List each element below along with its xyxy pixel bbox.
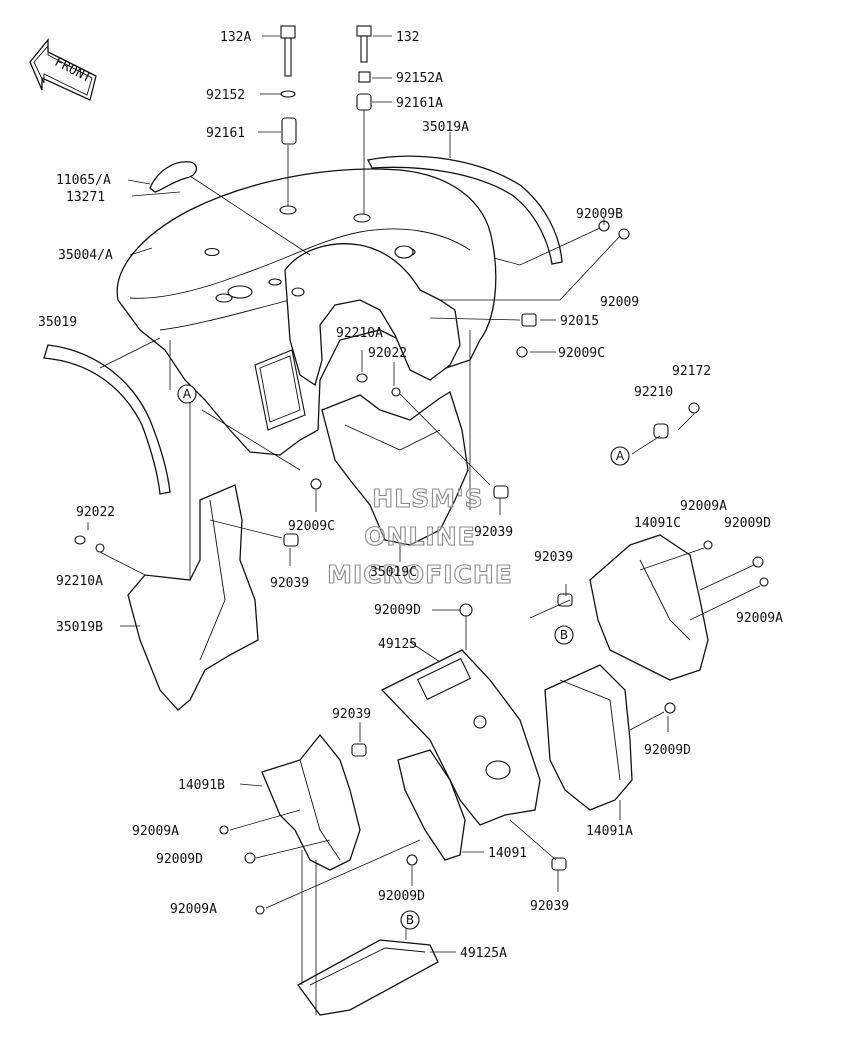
label-92210A-left: 92210A [56, 574, 103, 589]
part-labels: 132A 132 92152 92152A 92161 92161A 35019… [38, 30, 783, 961]
screw-92009C-mid-icon [310, 478, 322, 490]
label-92009D-l: 92009D [156, 852, 203, 867]
label-92009B: 92009B [576, 207, 623, 222]
grommet-92210A-left-icon [74, 535, 86, 545]
label-92009A-r1: 92009A [680, 499, 727, 514]
screw-92009A-l2-icon [255, 905, 265, 915]
label-92039-low: 92039 [332, 707, 371, 722]
side-cover-14091A [544, 664, 633, 811]
label-92009C-mid: 92009C [288, 519, 335, 534]
label-92161A: 92161A [396, 96, 443, 111]
screw-92009C-icon [516, 346, 528, 358]
label-14091B: 14091B [178, 778, 225, 793]
label-13271: 13271 [66, 190, 105, 205]
screw-92009A-r1-icon [703, 540, 713, 550]
clip-92039-low-icon [351, 743, 367, 757]
screw-92009D-r2-icon [664, 702, 676, 714]
screw-92009D-r1-icon [752, 556, 764, 568]
plate-49125 [380, 649, 541, 826]
svg-text:A: A [616, 449, 625, 463]
screw-92009D-center-icon [459, 603, 473, 617]
bolt-132A-icon [280, 25, 297, 145]
front-arrow-icon: FRONT [29, 38, 97, 101]
clip-92015-icon [521, 313, 537, 327]
label-132: 132 [396, 30, 419, 45]
callout-A-left: A [177, 384, 197, 404]
clip-11065 [149, 161, 197, 193]
washer-92022-top-icon [391, 387, 401, 397]
label-49125A: 49125A [460, 946, 507, 961]
screw-92009D-l-icon [244, 852, 256, 864]
label-92039-bottom: 92039 [530, 899, 569, 914]
leader-lines [87, 35, 761, 1015]
label-92009C-top: 92009C [558, 346, 605, 361]
callout-B-bottom: B [400, 910, 420, 930]
clip-92039-mid-icon [283, 533, 299, 547]
label-14091: 14091 [488, 846, 527, 861]
grommet-92210A-top-icon [356, 373, 368, 383]
svg-text:B: B [406, 913, 414, 927]
screw-92172-icon [688, 402, 700, 414]
screw-92009-icon [618, 228, 630, 240]
label-92022-left: 92022 [76, 505, 115, 520]
callout-A-right: A [610, 446, 630, 466]
trim-strip-35019 [43, 344, 171, 495]
label-92210A-top: 92210A [336, 326, 383, 341]
mud-flap-35019C [321, 391, 469, 546]
screw-92009D-low-icon [406, 854, 418, 866]
label-35019B: 35019B [56, 620, 103, 635]
washer-92022-left-icon [95, 543, 105, 553]
bracket-14091 [397, 749, 466, 861]
label-92210: 92210 [634, 385, 673, 400]
svg-text:ONLINE: ONLINE [364, 522, 475, 551]
trim-strip-35019A [367, 155, 563, 265]
label-35004A: 35004/A [58, 248, 113, 263]
label-35019A: 35019A [422, 120, 469, 135]
label-92009D-r1: 92009D [724, 516, 771, 531]
bolt-132-icon [356, 25, 372, 111]
clip-92039-bottom-icon [551, 857, 567, 871]
plate-49125A [297, 939, 439, 1016]
label-92152A: 92152A [396, 71, 443, 86]
label-92022-top: 92022 [368, 346, 407, 361]
label-92015: 92015 [560, 314, 599, 329]
rear-fender-35004 [116, 168, 497, 456]
svg-text:A: A [183, 387, 192, 401]
label-92009D-low: 92009D [378, 889, 425, 904]
label-92039-right: 92039 [534, 550, 573, 565]
label-92161: 92161 [206, 126, 245, 141]
label-14091C: 14091C [634, 516, 681, 531]
label-92009A-r2: 92009A [736, 611, 783, 626]
label-49125: 49125 [378, 637, 417, 652]
callout-B-right: B [554, 625, 574, 645]
clip-92039-right-icon [557, 593, 573, 607]
grommet-92210-icon [653, 423, 669, 439]
side-cover-14091B [261, 733, 361, 871]
label-92009-top: 92009 [600, 295, 639, 310]
clip-92039-center-icon [493, 485, 509, 499]
label-92009D-r2: 92009D [644, 743, 691, 758]
svg-text:MICROFICHE: MICROFICHE [327, 560, 513, 589]
label-92009D-center: 92009D [374, 603, 421, 618]
label-92009A-l2: 92009A [170, 902, 217, 917]
label-14091A: 14091A [586, 824, 633, 839]
label-35019C: 35019C [370, 565, 417, 580]
watermark: HLSM'S ONLINE MICROFICHE [327, 483, 513, 589]
screw-92009A-r2-icon [759, 577, 769, 587]
label-11065A: 11065/A [56, 173, 111, 188]
mud-flap-35019B [127, 484, 259, 711]
side-cover-14091C [589, 534, 709, 681]
svg-text:HLSM'S: HLSM'S [372, 484, 483, 513]
svg-text:B: B [560, 628, 568, 642]
screw-92009A-l1-icon [219, 825, 229, 835]
label-92152: 92152 [206, 88, 245, 103]
label-92039-center: 92039 [474, 525, 513, 540]
label-35019: 35019 [38, 315, 77, 330]
label-132A: 132A [220, 30, 251, 45]
label-92039-mid: 92039 [270, 576, 309, 591]
label-92172: 92172 [672, 364, 711, 379]
label-92009A-l1: 92009A [132, 824, 179, 839]
